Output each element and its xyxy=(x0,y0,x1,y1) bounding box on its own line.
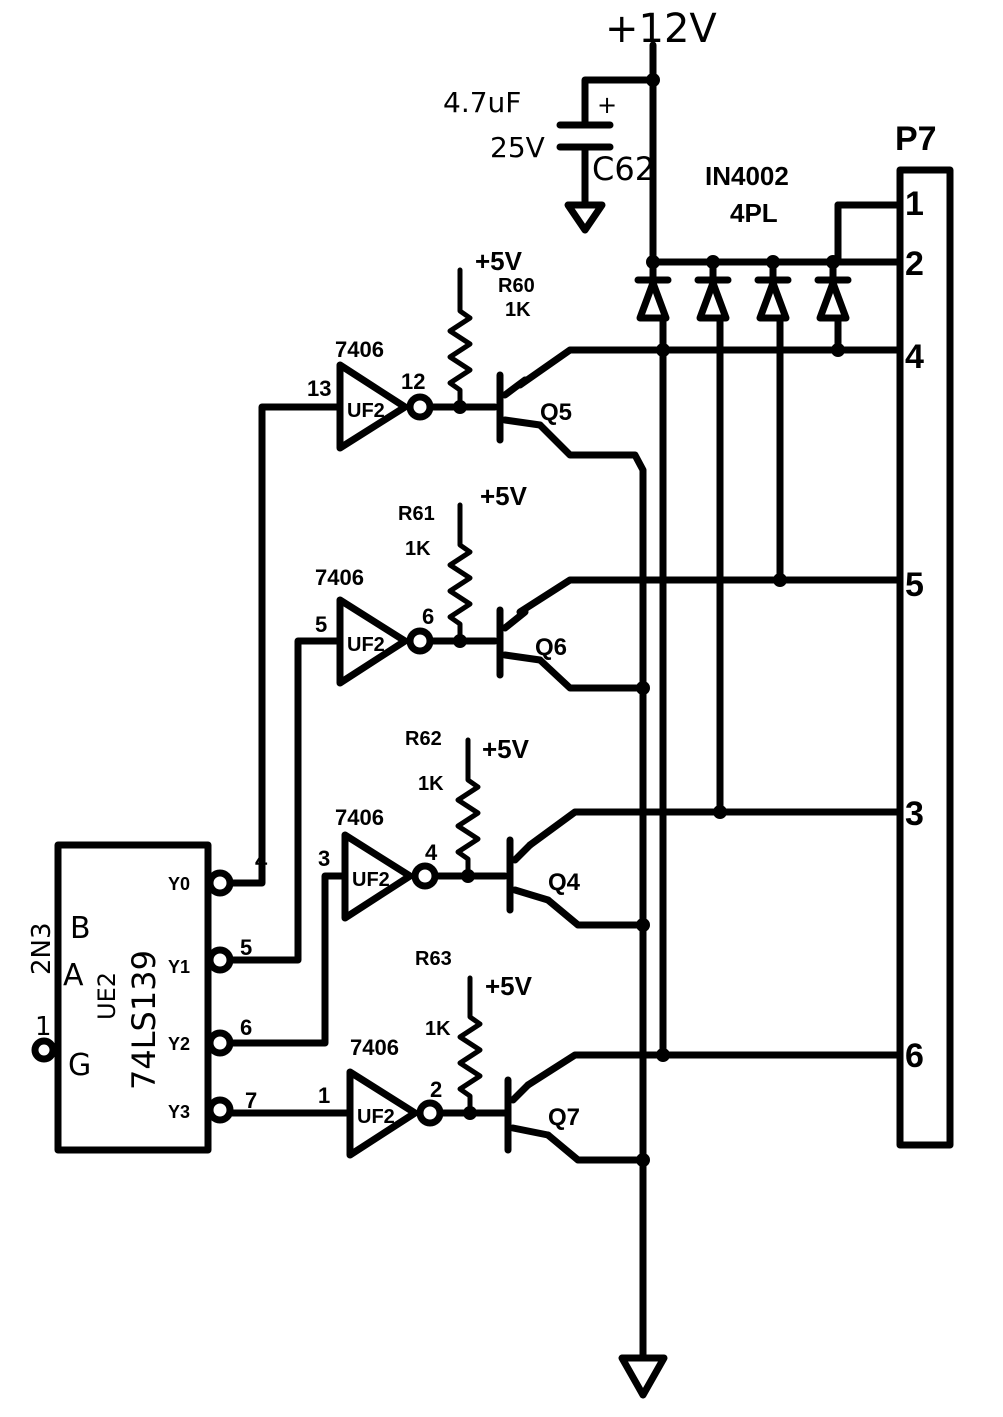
gate-in-pin: 3 xyxy=(318,846,330,871)
decoder-output-pin: 5 xyxy=(240,935,252,960)
resistor-ref: R62 xyxy=(405,728,442,750)
gate-part-label: 7406 xyxy=(315,565,364,590)
diode-icon xyxy=(694,255,732,322)
supply-5v-label: +5V xyxy=(480,481,528,511)
connector-pin-label: 5 xyxy=(905,566,924,604)
power-12v: +12V xyxy=(581,6,717,266)
gate-unit-label: UF2 xyxy=(347,400,385,422)
decoder-input-a: A xyxy=(63,958,84,993)
decoder-part: 74LS139 xyxy=(125,950,163,1090)
ground-icon xyxy=(618,1354,668,1399)
decoder-select-pins: 2N3 xyxy=(27,922,57,975)
resistor-ref: R61 xyxy=(398,503,435,525)
power-12v-label: +12V xyxy=(605,6,717,52)
gate-unit-label: UF2 xyxy=(347,634,385,656)
gate-in-pin: 13 xyxy=(307,376,331,401)
supply-5v-label: +5V xyxy=(475,246,523,276)
gate-out-pin: 2 xyxy=(430,1077,442,1102)
clamp-diodes: IN4002 4PL xyxy=(634,161,904,1059)
capacitor-c62: + 4.7uF 25V C62 xyxy=(443,86,655,234)
connector-pin-label: 3 xyxy=(905,795,924,833)
decoder-ref: UE2 xyxy=(93,972,121,1020)
resistor-icon xyxy=(447,502,473,644)
resistor-icon xyxy=(455,737,481,879)
decoder-input-b: B xyxy=(70,911,91,946)
decoder-output-label: Y0 xyxy=(168,874,190,894)
resistor-value: 1K xyxy=(505,299,531,321)
capacitor-ref: C62 xyxy=(592,150,655,188)
diode-count-label: 4PL xyxy=(730,198,778,228)
gate-part-label: 7406 xyxy=(350,1035,399,1060)
gate-unit-label: UF2 xyxy=(357,1106,395,1128)
connector-p7: P7 1 2 4 5 3 6 xyxy=(895,120,954,1149)
diode-part-label: IN4002 xyxy=(705,161,789,191)
resistor-value: 1K xyxy=(425,1018,451,1040)
decoder-output-pin: 7 xyxy=(245,1088,257,1113)
ground-bus xyxy=(536,421,668,1399)
driver-stage-q4: 7406 UF2 3 4 +5V R62 1K Q4 xyxy=(318,728,581,922)
gate-part-label: 7406 xyxy=(335,337,384,362)
gate-out-pin: 4 xyxy=(425,840,438,865)
gate-in-pin: 1 xyxy=(318,1083,330,1108)
transistor-ref: Q5 xyxy=(540,399,572,426)
resistor-value: 1K xyxy=(405,538,431,560)
transistor-ref: Q6 xyxy=(535,634,567,661)
connector-pin-label: 6 xyxy=(905,1037,924,1075)
gate-in-pin: 5 xyxy=(315,612,327,637)
decoder-input-g: G xyxy=(68,1048,91,1083)
resistor-value: 1K xyxy=(418,773,444,795)
phase-wires xyxy=(516,343,904,1089)
diode-icon xyxy=(814,255,852,322)
decoder-output-label: Y3 xyxy=(168,1102,190,1122)
transistor-ref: Q4 xyxy=(548,869,581,896)
diode-icon xyxy=(634,255,672,322)
gate-part-label: 7406 xyxy=(335,805,384,830)
transistor-ref: Q7 xyxy=(548,1104,580,1131)
decoder-output-label: Y2 xyxy=(168,1034,190,1054)
driver-stage-q5: 7406 UF2 13 12 +5V R60 1K Q5 xyxy=(307,246,572,452)
decoder-output-pin: 6 xyxy=(240,1015,252,1040)
gate-unit-label: UF2 xyxy=(352,869,390,891)
diode-icon xyxy=(754,255,792,322)
supply-5v-label: +5V xyxy=(482,734,530,764)
decoder-enable-pin: 1 xyxy=(35,1012,52,1042)
capacitor-value: 4.7uF xyxy=(443,86,521,119)
capacitor-plus: + xyxy=(597,91,617,119)
decoder-74ls139: B A G UE2 74LS139 Y0 Y1 Y2 Y3 1 2N3 4 5 … xyxy=(27,403,354,1154)
connector-ref: P7 xyxy=(895,120,937,158)
gate-out-pin: 12 xyxy=(401,369,425,394)
resistor-icon xyxy=(447,267,473,410)
resistor-ref: R63 xyxy=(415,948,452,970)
driver-stage-q6: 7406 UF2 5 6 +5V R61 1K Q6 xyxy=(315,481,567,687)
connector-pin-label: 1 xyxy=(905,185,924,223)
decoder-output-label: Y1 xyxy=(168,957,190,977)
resistor-ref: R60 xyxy=(498,275,535,297)
capacitor-voltage: 25V xyxy=(490,131,545,164)
ground-icon xyxy=(564,201,606,234)
driver-stage-q7: 7406 UF2 1 2 +5V R63 1K Q7 xyxy=(318,948,580,1159)
connector-pin-label: 4 xyxy=(905,338,924,376)
gate-out-pin: 6 xyxy=(422,604,434,629)
supply-5v-label: +5V xyxy=(485,971,533,1001)
connector-pin-label: 2 xyxy=(905,245,924,283)
